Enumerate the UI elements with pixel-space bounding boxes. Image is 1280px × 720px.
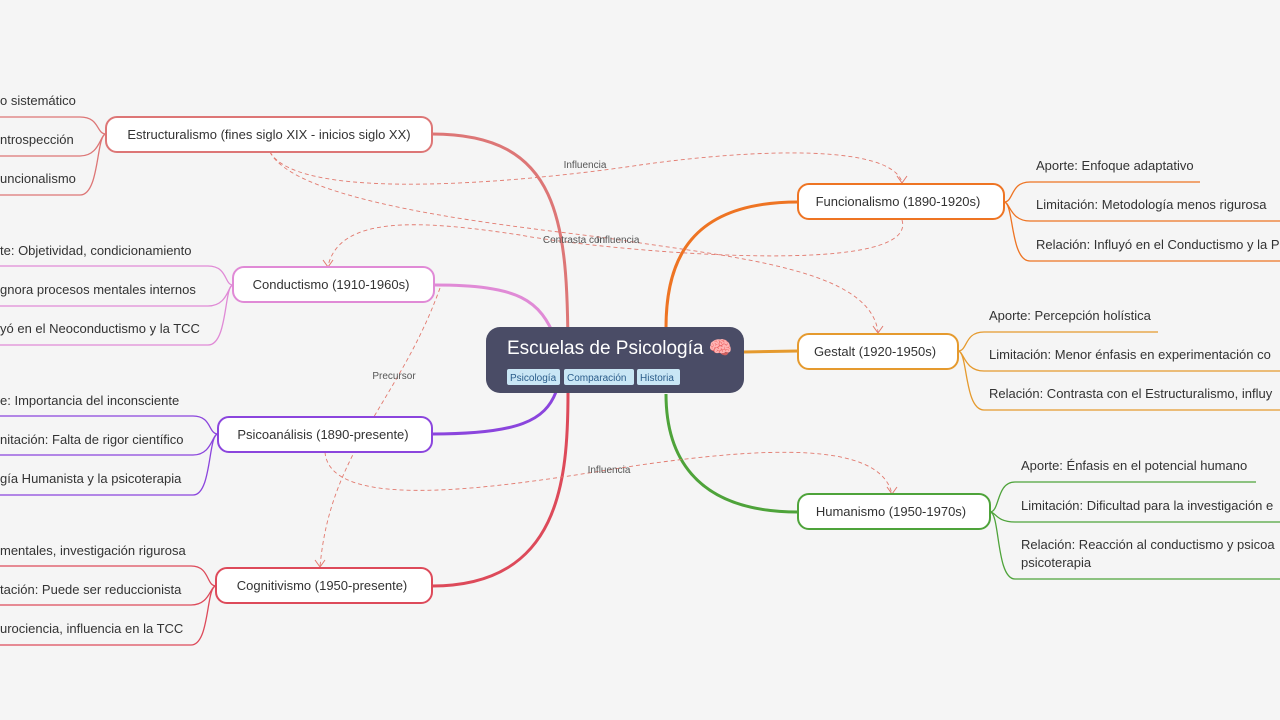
leaf-text: uncionalismo xyxy=(0,171,76,186)
branch-conductismo[interactable]: Conductismo (1910-1960s) xyxy=(232,266,435,303)
relation-label-influencia-3: Influencia xyxy=(588,465,631,476)
leaves-psicoanalisis: e: Importancia del inconsciente nitación… xyxy=(0,393,184,486)
relation-psicoanalisis-humanismo xyxy=(324,451,893,495)
connector-estructuralismo xyxy=(431,132,570,359)
relation-funcionalismo-conductismo xyxy=(327,219,903,267)
relation-label-contrasta: Contrasta con xyxy=(543,235,605,246)
psicoanalisis-leaf-lines xyxy=(0,415,219,496)
leaves-conductismo: te: Objetividad, condicionamiento gnora … xyxy=(0,243,200,336)
leaf-text: tación: Puede ser reduccionista xyxy=(0,582,182,597)
tag-psicologia[interactable] xyxy=(507,369,560,385)
estructuralismo-leaf-lines xyxy=(0,116,107,196)
leaf-text: psicoterapia xyxy=(1021,555,1092,570)
leaves-gestalt: Aporte: Percepción holística Limitación:… xyxy=(989,308,1273,401)
relation-estructuralismo-funcionalismo xyxy=(269,151,903,185)
leaf-text: Aporte: Percepción holística xyxy=(989,308,1152,323)
tag-historia-label: Historia xyxy=(640,373,674,384)
leaf-text: Limitación: Menor énfasis en experimenta… xyxy=(989,347,1271,362)
tag-comparacion-label: Comparación xyxy=(567,373,626,384)
leaf-text: gía Humanista y la psicoterapia xyxy=(0,471,182,486)
leaf-connectors xyxy=(0,116,1280,646)
relation-label-influencia-1: Influencia xyxy=(564,160,607,171)
main-connectors xyxy=(431,132,799,588)
leaves-funcionalismo: Aporte: Enfoque adaptativo Limitación: M… xyxy=(1036,158,1280,252)
root-tags: Psicología Comparación Historia xyxy=(507,369,680,385)
branch-funcionalismo[interactable]: Funcionalismo (1890-1920s) xyxy=(797,183,1005,220)
leaves-humanismo: Aporte: Énfasis en el potencial humano L… xyxy=(1021,458,1275,570)
humanismo-leaf-lines xyxy=(989,481,1280,580)
funcionalismo-leaf-lines xyxy=(1003,181,1280,262)
branch-gestalt[interactable]: Gestalt (1920-1950s) xyxy=(797,333,959,370)
branch-conductismo-label: Conductismo (1910-1960s) xyxy=(253,277,410,292)
leaf-text: te: Objetividad, condicionamiento xyxy=(0,243,192,258)
branch-funcionalismo-label: Funcionalismo (1890-1920s) xyxy=(816,194,981,209)
branch-psicoanalisis-label: Psicoanálisis (1890-presente) xyxy=(237,427,408,442)
connector-psicoanalisis xyxy=(431,391,558,436)
connector-funcionalismo xyxy=(664,200,799,329)
leaves-cognitivismo: mentales, investigación rigurosa tación:… xyxy=(0,543,186,636)
connector-gestalt xyxy=(743,349,799,354)
branch-cognitivismo[interactable]: Cognitivismo (1950-presente) xyxy=(215,567,433,604)
leaves-estructuralismo: o sistemático ntrospección uncionalismo xyxy=(0,93,76,186)
branch-humanismo-label: Humanismo (1950-1970s) xyxy=(816,504,966,519)
relation-label-influencia-2: Influencia xyxy=(597,235,640,246)
tag-comparacion[interactable] xyxy=(564,369,634,385)
leaf-text: Limitación: Dificultad para la investiga… xyxy=(1021,498,1273,513)
root-title: Escuelas de Psicología 🧠 xyxy=(507,337,732,359)
leaf-text: Aporte: Enfoque adaptativo xyxy=(1036,158,1194,173)
leaf-text: Relación: Influyó en el Conductismo y la… xyxy=(1036,237,1280,252)
leaf-text: Relación: Reacción al conductismo y psic… xyxy=(1021,537,1275,552)
connector-humanismo xyxy=(664,393,799,514)
leaf-text: Limitación: Metodología menos rigurosa xyxy=(1036,197,1267,212)
leaf-text: o sistemático xyxy=(0,93,76,108)
leaf-text: e: Importancia del inconsciente xyxy=(0,393,179,408)
branch-humanismo[interactable]: Humanismo (1950-1970s) xyxy=(797,493,991,530)
gestalt-leaf-lines xyxy=(957,331,1280,411)
relation-label-precursor: Precursor xyxy=(372,371,416,382)
branch-gestalt-label: Gestalt (1920-1950s) xyxy=(814,344,936,359)
branch-estructuralismo[interactable]: Estructuralismo (fines siglo XIX - inici… xyxy=(105,116,433,153)
relation-estructuralismo-gestalt xyxy=(269,151,879,333)
leaf-text: Aporte: Énfasis en el potencial humano xyxy=(1021,458,1247,473)
cognitivismo-leaf-lines xyxy=(0,565,217,646)
connector-cognitivismo xyxy=(431,391,570,588)
leaf-text: mentales, investigación rigurosa xyxy=(0,543,186,558)
tag-historia[interactable] xyxy=(637,369,680,385)
conductismo-leaf-lines xyxy=(0,265,234,346)
leaf-text: urociencia, influencia en la TCC xyxy=(0,621,183,636)
leaf-text: ntrospección xyxy=(0,132,74,147)
branch-psicoanalisis[interactable]: Psicoanálisis (1890-presente) xyxy=(217,416,433,453)
branch-cognitivismo-label: Cognitivismo (1950-presente) xyxy=(237,578,408,593)
branch-estructuralismo-label: Estructuralismo (fines siglo XIX - inici… xyxy=(127,127,410,142)
leaf-text: yó en el Neoconductismo y la TCC xyxy=(0,321,200,336)
root-node[interactable]: Escuelas de Psicología 🧠 Psicología Comp… xyxy=(486,327,744,393)
leaf-text: gnora procesos mentales internos xyxy=(0,282,196,297)
leaf-text: nitación: Falta de rigor científico xyxy=(0,432,184,447)
tag-psicologia-label: Psicología xyxy=(510,373,557,384)
leaf-text: Relación: Contrasta con el Estructuralis… xyxy=(989,386,1273,401)
